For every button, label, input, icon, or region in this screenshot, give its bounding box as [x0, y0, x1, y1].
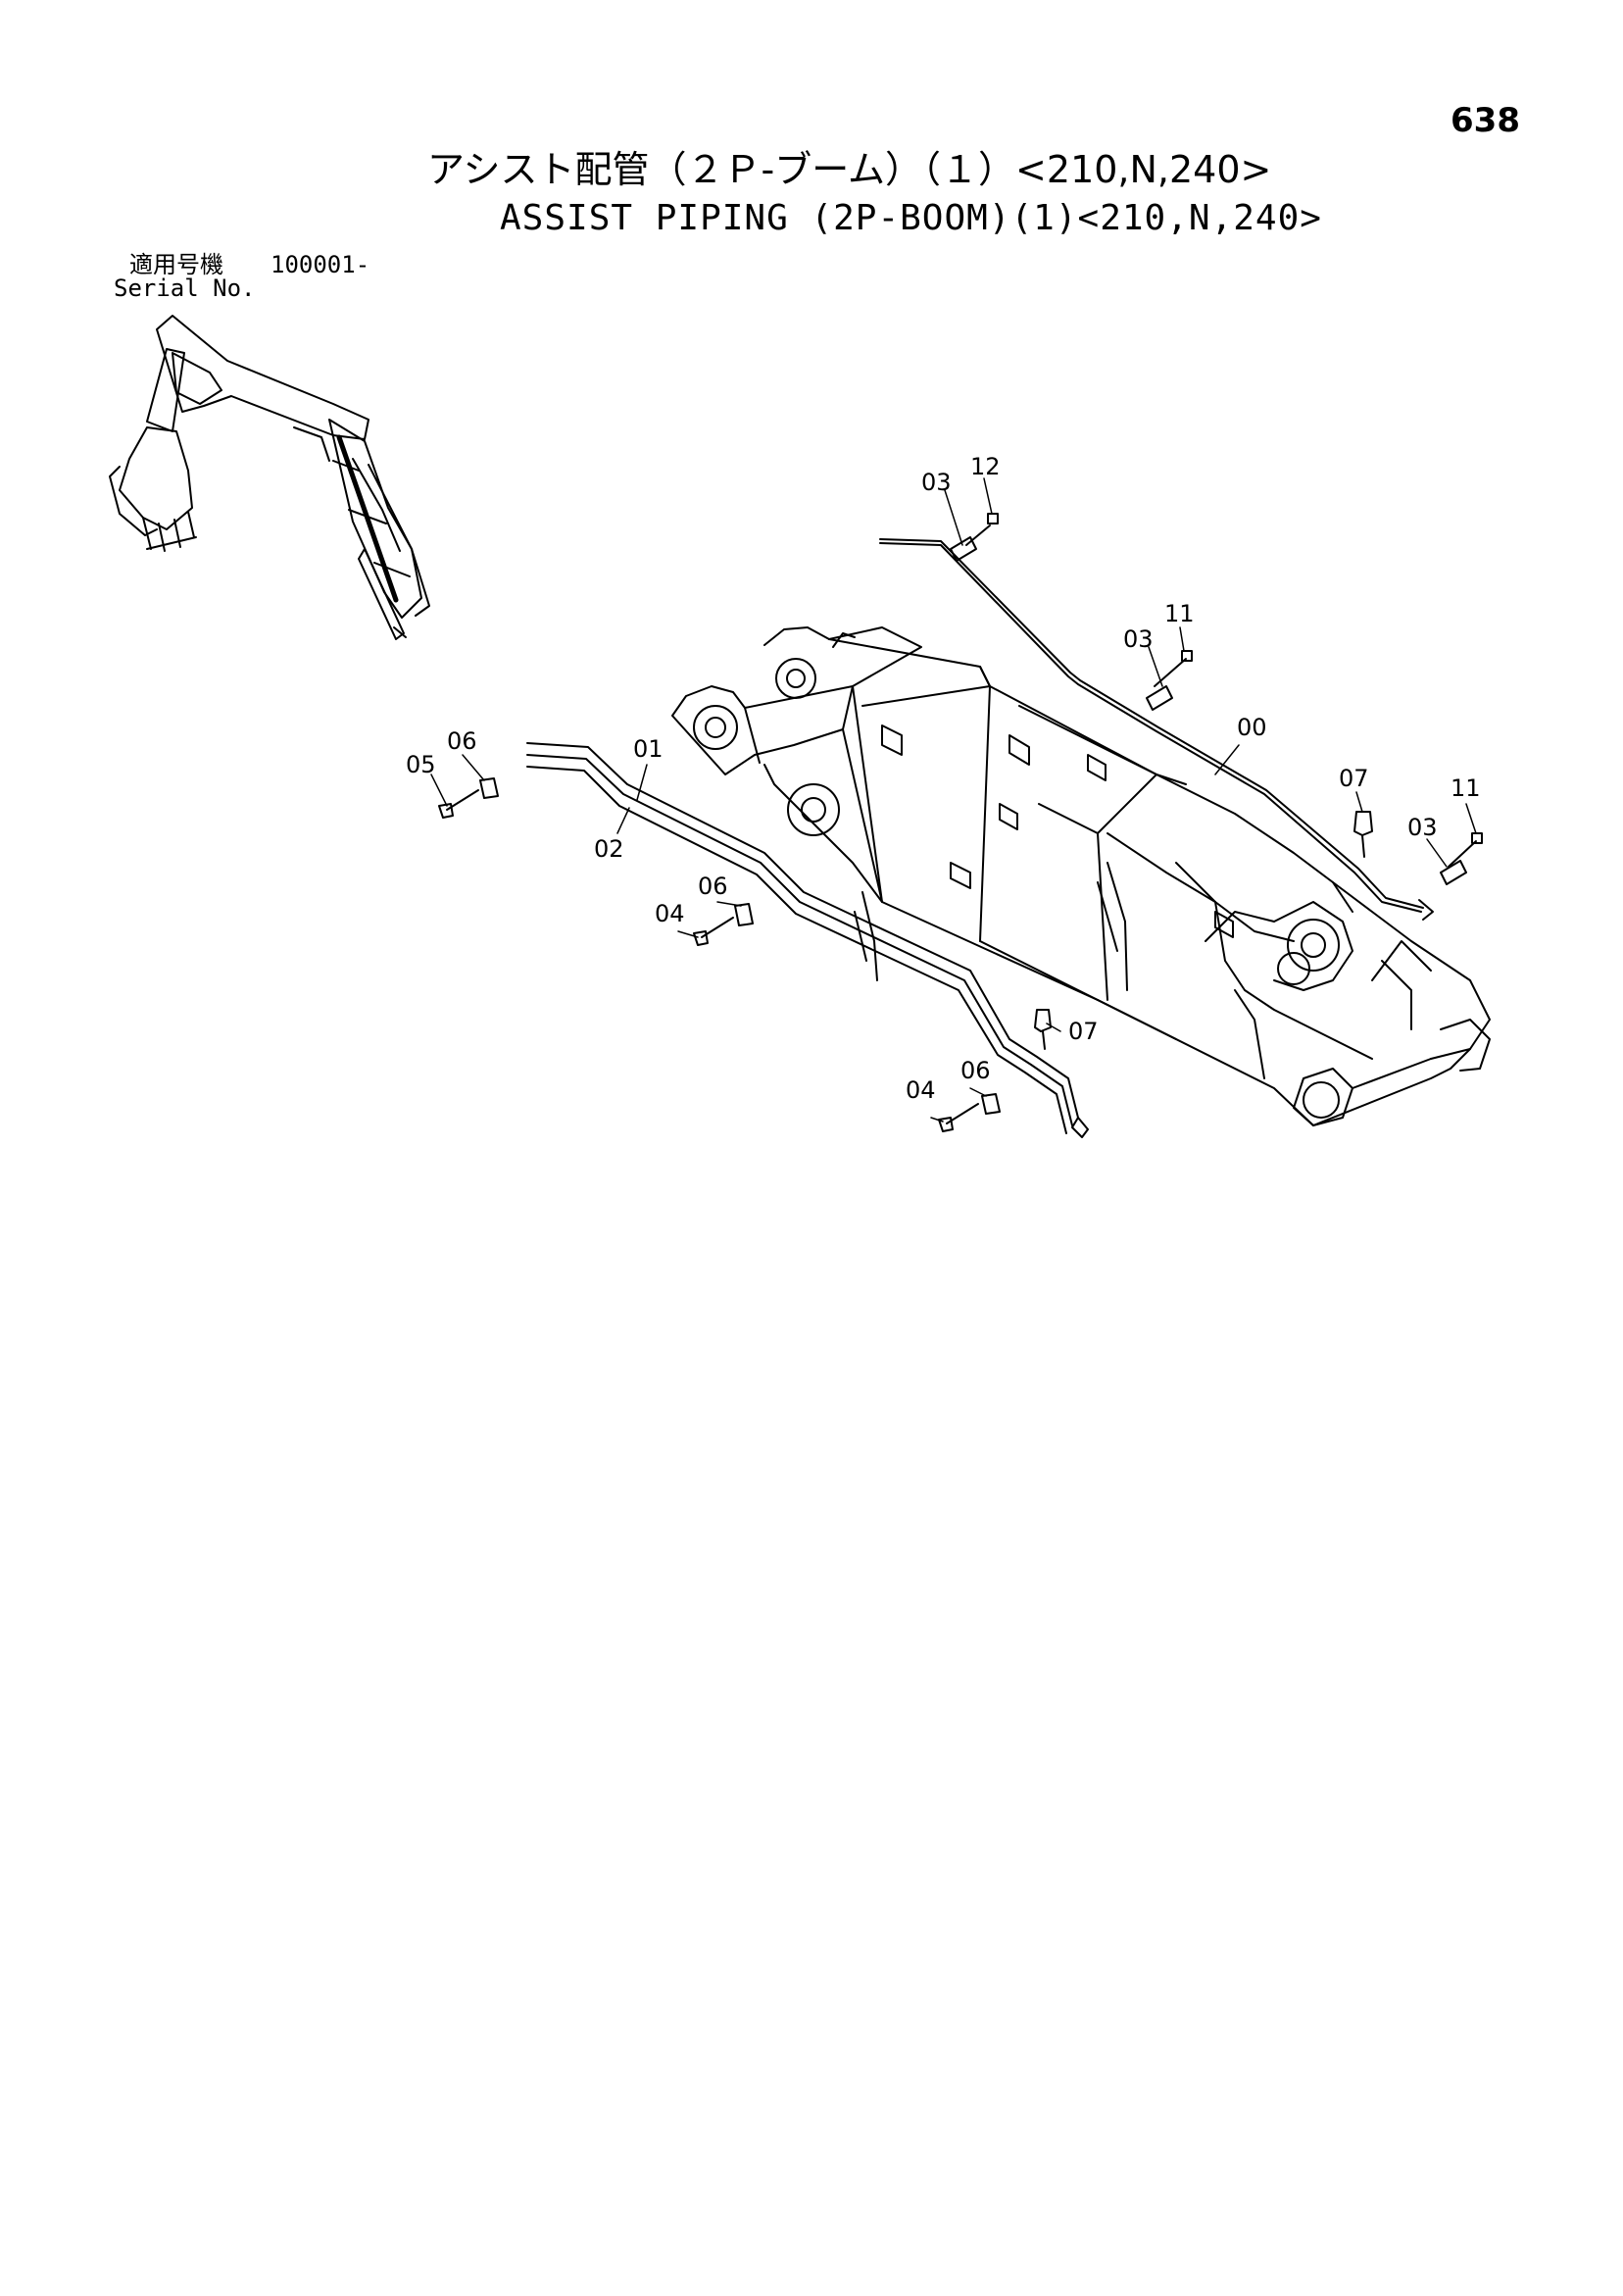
callout-label: 06	[698, 873, 728, 900]
callout-label: 07	[1339, 765, 1369, 792]
callout-label: 04	[906, 1076, 936, 1104]
callout-label: 00	[1237, 714, 1267, 741]
callout-label: 12	[970, 453, 1001, 480]
callout-label: 03	[1123, 625, 1154, 653]
callout-label: 03	[1407, 814, 1438, 841]
callout-label: 06	[447, 727, 477, 755]
callout-label: 07	[1068, 1018, 1099, 1045]
serial-label-english: Serial No.	[114, 275, 256, 302]
callout-leader-lines	[430, 477, 1477, 1123]
boom-body-illustration	[671, 626, 1491, 1126]
callout-label: 11	[1164, 600, 1195, 627]
callout-label: 02	[594, 835, 624, 863]
callout-labels: 12 03 11 03 00 07 11 03 06 05 01 02 06 0…	[406, 453, 1481, 1104]
callout-label: 03	[921, 469, 952, 496]
callout-label: 06	[960, 1057, 991, 1084]
page-title-japanese: アシスト配管（２Ｐ-ブーム）（１）<210,N,240>	[427, 148, 1272, 191]
callout-label: 04	[655, 900, 685, 927]
page-number: 638	[1451, 101, 1520, 140]
parts-diagram: 12 03 11 03 00 07 11 03 06 05 01 02 06 0…	[109, 315, 1491, 1138]
callout-label: 11	[1451, 774, 1481, 802]
callout-label: 01	[633, 735, 664, 763]
excavator-overview-illustration	[109, 315, 430, 640]
callout-label: 05	[406, 751, 436, 778]
serial-number: 100001-	[270, 251, 370, 278]
assist-pipe-lower-pair	[526, 742, 1079, 1134]
assist-pipe-upper	[879, 538, 1434, 921]
serial-label-japanese: 適用号機	[129, 251, 223, 278]
fasteners	[438, 513, 1483, 1138]
page-title-english: ASSIST PIPING (2P-BOOM)(1)<210,N,240>	[500, 198, 1322, 238]
